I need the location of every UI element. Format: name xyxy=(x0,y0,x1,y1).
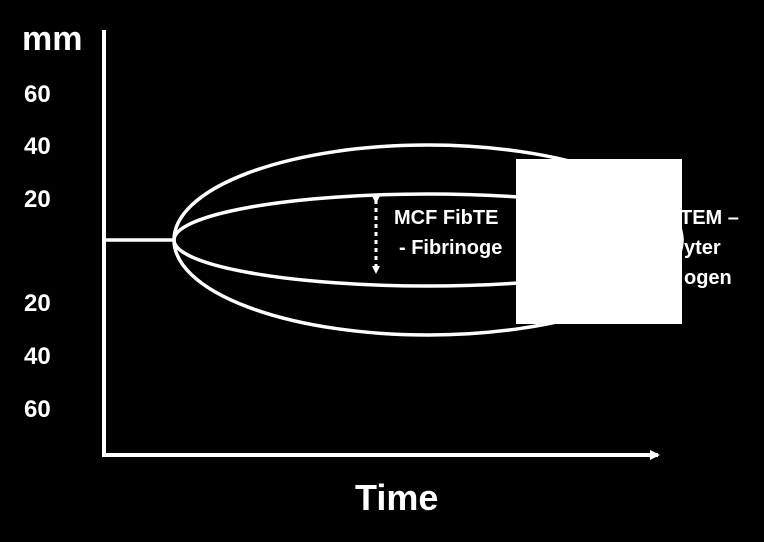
y-tick-label-upper-60: 60 xyxy=(24,81,51,108)
annotation-line-1-right: TEM – xyxy=(680,207,739,229)
y-tick-label-lower-60: 60 xyxy=(24,396,51,423)
annotation-line-2: - Fibrinoge xyxy=(399,237,503,259)
y-tick-label-lower-40: 40 xyxy=(24,343,51,370)
y-tick-label-upper-20: 20 xyxy=(24,186,51,213)
annotation-line-2-right: yter xyxy=(684,237,721,259)
annotation-line-3-right: ogen xyxy=(684,267,732,289)
y-tick-label-upper-40: 40 xyxy=(24,133,51,160)
y-tick-label-lower-20: 20 xyxy=(24,290,51,317)
white-cover-box xyxy=(516,159,682,324)
annotation-line-1: MCF FibTE xyxy=(394,207,499,229)
y-axis-unit-label: mm xyxy=(22,20,83,58)
x-axis-label: Time xyxy=(355,477,439,518)
inner-envelope-trace xyxy=(172,192,684,288)
